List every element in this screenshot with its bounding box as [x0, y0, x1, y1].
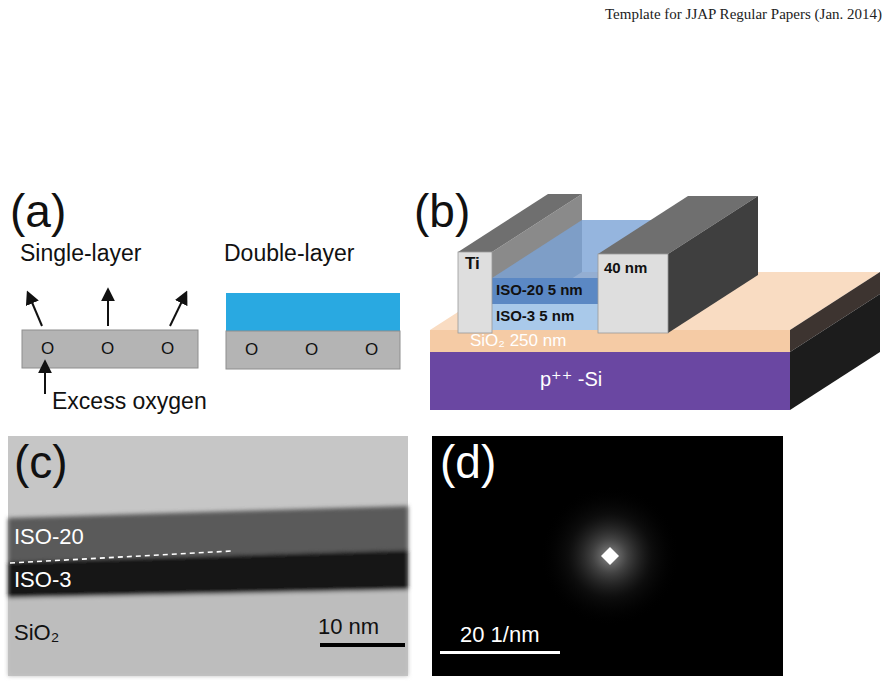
dimension-label: 40 nm — [604, 259, 647, 276]
layer-label: ISO-20 — [14, 524, 84, 549]
layer-label: SiO₂ — [14, 620, 59, 645]
ti-pad-top — [458, 194, 582, 252]
tem-image — [8, 436, 408, 676]
panel-letter: (c) — [14, 436, 68, 489]
layer-label: p⁺⁺ -Si — [540, 368, 602, 391]
central-spot — [601, 547, 619, 565]
panel-a-art — [22, 290, 400, 394]
tem-background — [8, 436, 408, 676]
capping-layer — [226, 293, 400, 331]
oxygen-symbol: O — [305, 340, 318, 360]
layer-label: ISO-20 5 nm — [496, 281, 583, 298]
panel-subtitle: Double-layer — [224, 240, 354, 266]
layer-label: ISO-3 — [14, 567, 71, 592]
interface-line — [10, 551, 232, 563]
page-header: Template for JJAP Regular Papers (Jan. 2… — [605, 6, 882, 23]
diffraction-background — [432, 436, 783, 676]
oxide-layer — [226, 331, 400, 369]
diffuse-halo — [540, 486, 680, 626]
panel-letter: (a) — [10, 185, 66, 238]
sio2-region — [8, 590, 408, 676]
layer-label: SiO₂ 250 nm — [470, 331, 566, 351]
substrate-side — [790, 294, 880, 410]
oxygen-symbol: O — [161, 339, 174, 359]
oxygen-symbol: O — [41, 339, 54, 359]
ti-pad-front — [458, 252, 492, 333]
ti-pad-front — [598, 254, 668, 333]
diffraction-pattern — [432, 436, 783, 676]
iso3-band — [8, 550, 408, 598]
leader-arrow — [44, 362, 46, 394]
release-arrow — [170, 293, 186, 326]
scale-label: 20 1/nm — [460, 622, 540, 647]
panel-subtitle: Single-layer — [20, 240, 141, 266]
scale-label: 10 nm — [318, 614, 379, 639]
iso3-layer — [492, 304, 598, 330]
panel-letter: (d) — [440, 436, 496, 489]
callout-text: Excess oxygen — [52, 388, 207, 414]
device-schematic — [430, 194, 880, 410]
panel-letter: (b) — [414, 185, 470, 238]
ti-pad-side — [668, 196, 758, 333]
iso20-layer — [492, 278, 598, 304]
oxygen-symbol: O — [101, 339, 114, 359]
oxygen-symbol: O — [245, 340, 258, 360]
scale-bar — [440, 651, 560, 654]
substrate-front — [430, 352, 790, 410]
release-arrow — [28, 293, 42, 326]
oxide-layer — [22, 330, 198, 368]
release-arrow — [107, 290, 109, 326]
scale-bar — [320, 643, 405, 647]
electrode-label: Ti — [465, 254, 480, 274]
oxygen-symbol: O — [365, 340, 378, 360]
layer-label: ISO-3 5 nm — [496, 307, 574, 324]
